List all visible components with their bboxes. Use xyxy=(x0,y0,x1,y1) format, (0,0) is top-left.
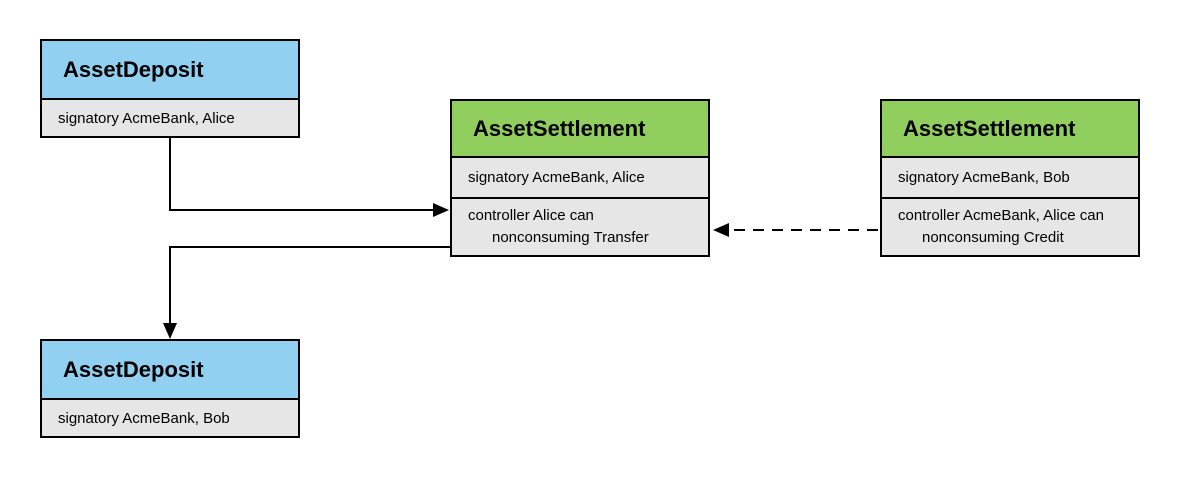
contract-title: AssetSettlement xyxy=(882,101,1138,158)
signatory-row: signatory AcmeBank, Bob xyxy=(42,400,298,436)
signatory-row: signatory AcmeBank, Bob xyxy=(882,158,1138,199)
edge-line-solid xyxy=(169,246,450,325)
arrowhead-down-icon xyxy=(163,323,177,339)
edge-deposit-alice-to-settlement-transfer xyxy=(169,138,449,217)
controller-row: controller AcmeBank, Alice can nonconsum… xyxy=(882,199,1138,255)
controller-text-line2: nonconsuming Transfer xyxy=(492,229,649,246)
signatory-row: signatory AcmeBank, Alice xyxy=(452,158,708,199)
contract-title: AssetDeposit xyxy=(42,41,298,100)
arrowhead-right-icon xyxy=(433,203,449,217)
controller-text-line2: nonconsuming Credit xyxy=(922,229,1064,246)
edge-line-solid xyxy=(169,138,434,211)
controller-text-line1: controller Alice can xyxy=(468,207,594,224)
edge-settlement-transfer-to-deposit-bob xyxy=(163,246,450,339)
edge-settlement-credit-to-settlement-transfer xyxy=(713,223,878,237)
contract-title: AssetSettlement xyxy=(452,101,708,158)
controller-row: controller Alice can nonconsuming Transf… xyxy=(452,199,708,255)
contract-title: AssetDeposit xyxy=(42,341,298,400)
contract-node-asset-deposit-alice[interactable]: AssetDeposit signatory AcmeBank, Alice xyxy=(40,39,300,138)
contract-node-asset-deposit-bob[interactable]: AssetDeposit signatory AcmeBank, Bob xyxy=(40,339,300,438)
contract-node-asset-settlement-credit[interactable]: AssetSettlement signatory AcmeBank, Bob … xyxy=(880,99,1140,257)
controller-text-line1: controller AcmeBank, Alice can xyxy=(898,207,1104,224)
contract-node-asset-settlement-transfer[interactable]: AssetSettlement signatory AcmeBank, Alic… xyxy=(450,99,710,257)
arrowhead-left-icon xyxy=(713,223,729,237)
signatory-row: signatory AcmeBank, Alice xyxy=(42,100,298,136)
